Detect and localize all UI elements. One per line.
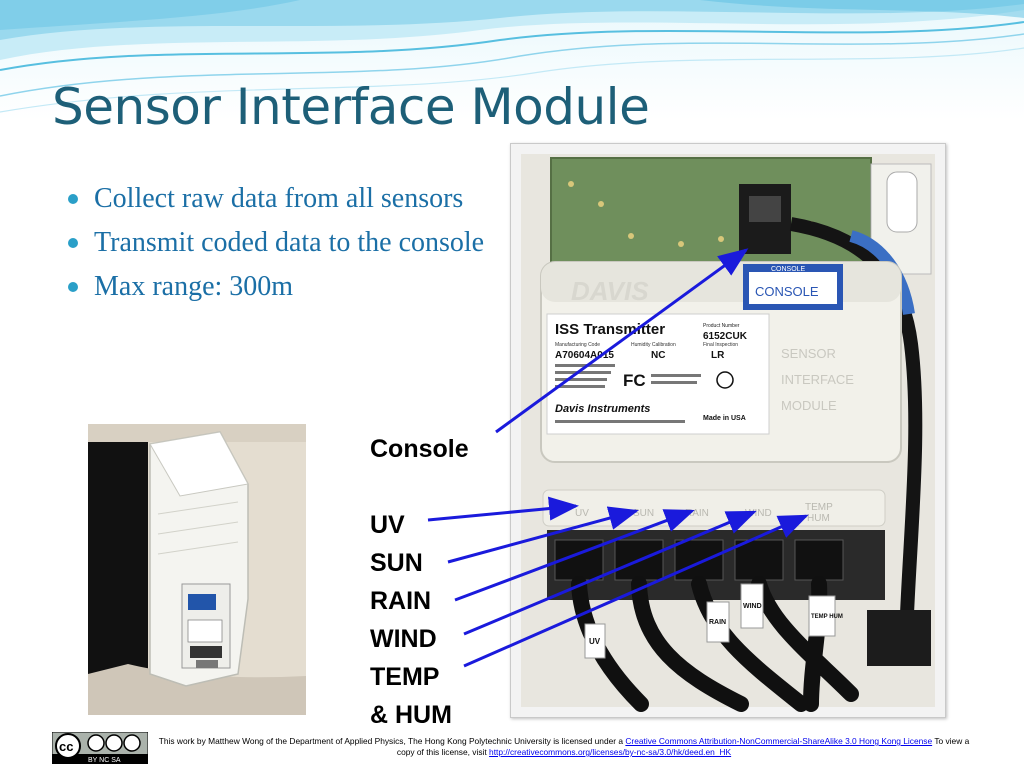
bullet-dot-icon bbox=[68, 282, 78, 292]
bullet-text: Transmit coded data to the console bbox=[94, 227, 485, 258]
final-inspection: LR bbox=[711, 350, 725, 361]
bullet-item: Transmit coded data to the console bbox=[66, 224, 506, 262]
final-inspection-caption: Final Inspection bbox=[703, 342, 738, 348]
port-label-wind: WIND bbox=[745, 508, 772, 519]
license-text-before: This work by Matthew Wong of the Departm… bbox=[158, 736, 626, 746]
sensor-module-illustration: DAVIS CONSOLE CONSOLE ISS Transmitter Pr… bbox=[521, 154, 935, 712]
humidity-calibration: NC bbox=[651, 350, 665, 361]
cc-text: cc bbox=[59, 739, 73, 754]
bullet-dot-icon bbox=[68, 238, 78, 248]
iss-transmitter-label: ISS Transmitter bbox=[555, 321, 665, 338]
slide-title: Sensor Interface Module bbox=[52, 78, 650, 136]
product-number: 6152CUK bbox=[703, 331, 748, 342]
callout-temp: TEMP bbox=[370, 663, 440, 691]
bullet-text: Max range: 300m bbox=[94, 271, 294, 302]
callout-uv: UV bbox=[370, 511, 405, 539]
license-text: This work by Matthew Wong of the Departm… bbox=[154, 736, 974, 758]
manufacturing-code: A70604A015 bbox=[555, 350, 614, 361]
license-footer: cc BY NC SA This work by Matthew Wong of… bbox=[52, 730, 972, 766]
bullet-list: Collect raw data from all sensors Transm… bbox=[66, 180, 506, 312]
license-link[interactable]: Creative Commons Attribution-NonCommerci… bbox=[625, 736, 933, 746]
cable-tag-temp: TEMP HUM bbox=[811, 614, 843, 620]
callout-rain: RAIN bbox=[370, 587, 432, 615]
bullet-text: Collect raw data from all sensors bbox=[94, 183, 464, 214]
cable-tag-rain: RAIN bbox=[709, 619, 726, 626]
bullet-item: Collect raw data from all sensors bbox=[66, 180, 506, 218]
sensor-module-photo: DAVIS CONSOLE CONSOLE ISS Transmitter Pr… bbox=[510, 143, 946, 718]
enclosure-photo bbox=[88, 424, 306, 715]
product-number-caption: Product Number bbox=[703, 323, 740, 329]
port-label-uv: UV bbox=[575, 508, 589, 519]
maker-label: Davis Instruments bbox=[555, 403, 650, 415]
cable-tag-wind: WIND bbox=[743, 603, 762, 610]
fcc-logo: FC bbox=[623, 371, 646, 390]
cc-sub-text: BY NC SA bbox=[88, 757, 121, 764]
callout-wind: WIND bbox=[370, 625, 437, 653]
made-in-label: Made in USA bbox=[703, 415, 746, 422]
console-sticker-small: CONSOLE bbox=[771, 266, 806, 273]
module-text-line2: INTERFACE bbox=[781, 372, 854, 387]
callout-labels: Console UV SUN RAIN WIND TEMP & HUM bbox=[370, 430, 469, 734]
humidity-calibration-caption: Humidity Calibration bbox=[631, 342, 676, 348]
callout-console: Console bbox=[370, 435, 469, 463]
creative-commons-icon: cc BY NC SA bbox=[52, 732, 148, 764]
brand-emboss: DAVIS bbox=[571, 276, 649, 306]
callout-spacer bbox=[370, 468, 469, 506]
callout-sun: SUN bbox=[370, 549, 423, 577]
module-text-line1: SENSOR bbox=[781, 346, 836, 361]
port-label-sun: SUN bbox=[633, 508, 654, 519]
header-wave-decoration bbox=[0, 0, 1024, 120]
port-label-temp: TEMP bbox=[805, 502, 833, 513]
console-sticker-label: CONSOLE bbox=[755, 284, 819, 299]
license-text-middle: To view a copy of this license, visit bbox=[396, 736, 970, 757]
port-label-hum: HUM bbox=[807, 513, 830, 524]
bullet-dot-icon bbox=[68, 194, 78, 204]
manufacturing-code-caption: Manufacturing Code bbox=[555, 342, 600, 348]
callout-hum: & HUM bbox=[370, 701, 452, 729]
bullet-item: Max range: 300m bbox=[66, 268, 506, 306]
license-url-link[interactable]: http://creativecommons.org/licenses/by-n… bbox=[489, 747, 732, 757]
port-label-rain: RAIN bbox=[685, 508, 709, 519]
module-text-line3: MODULE bbox=[781, 398, 837, 413]
cable-tag-uv: UV bbox=[589, 637, 601, 646]
